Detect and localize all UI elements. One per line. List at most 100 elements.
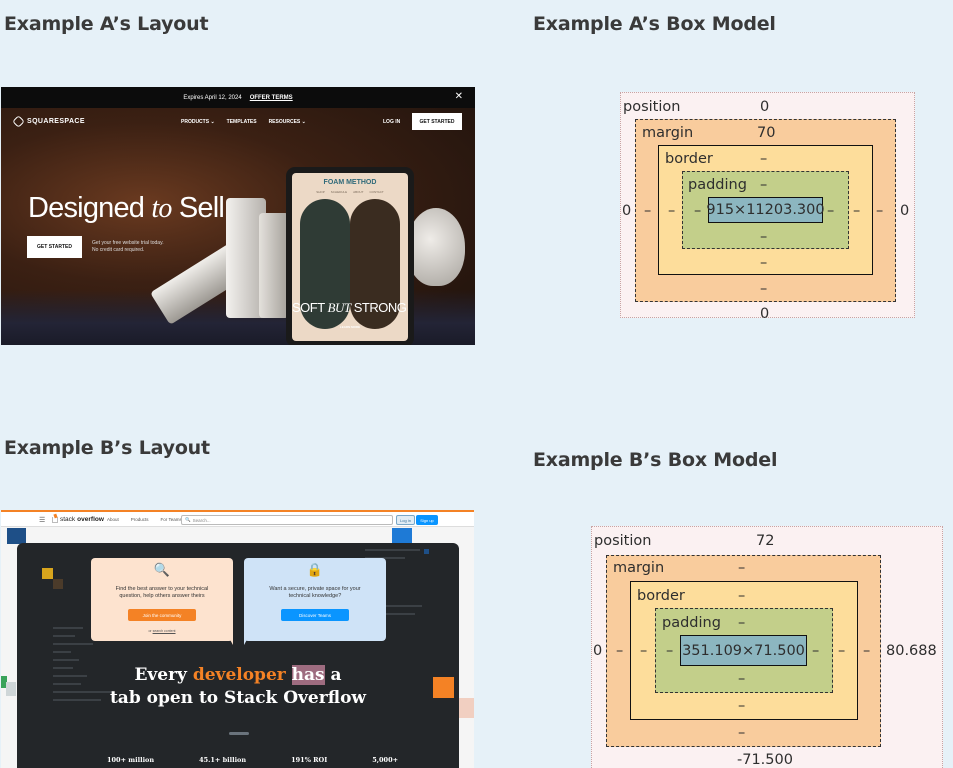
- stat-item: 45.1+ billion: [199, 756, 247, 764]
- search-content-link[interactable]: search content: [152, 629, 176, 633]
- login-button[interactable]: Log in: [396, 515, 415, 525]
- padding-right-value: –: [812, 643, 820, 659]
- margin-left-value: –: [616, 643, 624, 659]
- nav-for-teams[interactable]: For Teams: [160, 517, 182, 522]
- example-a-layout-heading: Example A’s Layout: [4, 13, 209, 35]
- content-size: 915×11203.300: [706, 202, 825, 218]
- offer-terms-link[interactable]: OFFER TERMS: [249, 94, 293, 101]
- position-top-value: 72: [756, 533, 775, 549]
- stackoverflow-logo-icon: [52, 516, 58, 523]
- margin-right-value: –: [876, 203, 884, 219]
- squarespace-logo-icon: [12, 115, 25, 128]
- margin-bottom-value: –: [760, 281, 768, 297]
- promo-banner: Expires April 12, 2024 OFFER TERMS ✕: [1, 87, 475, 108]
- border-bottom-value: –: [738, 698, 746, 714]
- nav-templates[interactable]: TEMPLATES: [226, 119, 257, 125]
- margin-top-value: 70: [757, 125, 776, 141]
- position-top-value: 0: [760, 99, 770, 115]
- hamburger-menu-icon[interactable]: ☰: [39, 517, 46, 524]
- nav-get-started-button[interactable]: GET STARTED: [412, 113, 462, 130]
- position-right-value: 0: [900, 203, 910, 219]
- position-bottom-value: -71.500: [737, 752, 793, 768]
- code-line: [53, 667, 73, 669]
- tablet-learn-more: LEARN MORE: [339, 325, 361, 329]
- code-line: [53, 699, 101, 701]
- code-line: [53, 627, 83, 629]
- hero-subtext: Get your free website trial today. No cr…: [92, 240, 164, 253]
- example-a-box-model-heading: Example A’s Box Model: [533, 13, 776, 35]
- lock-icon: 🔒: [306, 562, 324, 577]
- topbar-links: About Products For Teams: [107, 517, 182, 522]
- discover-teams-button[interactable]: Discover Teams: [281, 609, 349, 621]
- search-icon: 🔍: [185, 517, 191, 522]
- margin-right-value: –: [863, 643, 871, 659]
- border-top-value: –: [738, 588, 746, 604]
- example-b-layout-heading: Example B’s Layout: [4, 437, 210, 459]
- teams-card: 🔒 Want a secure, private space for your …: [244, 558, 386, 645]
- arch-image: [300, 199, 350, 329]
- border-left-value: –: [668, 203, 676, 219]
- nav-about[interactable]: About: [107, 517, 119, 522]
- decor-square: [433, 677, 454, 698]
- login-link[interactable]: LOG IN: [383, 119, 401, 125]
- decor-square: [424, 549, 429, 554]
- padding-right-value: –: [827, 203, 835, 219]
- foam-method-brand: FOAM METHOD: [323, 179, 377, 186]
- decor-square: [6, 682, 16, 696]
- code-line: [377, 613, 415, 615]
- margin-label: margin: [613, 560, 665, 576]
- top-nav: SQUARESPACE PRODUCTS ⌄ TEMPLATES RESOURC…: [1, 108, 475, 136]
- community-card: 🔍 Find the best answer to your technical…: [91, 558, 233, 645]
- margin-top-value: –: [738, 560, 746, 576]
- stat-item: 5,000+: [372, 756, 399, 764]
- hero-get-started-button[interactable]: GET STARTED: [27, 236, 82, 258]
- padding-label: padding: [662, 615, 721, 631]
- border-label: border: [637, 588, 685, 604]
- content-box: 915×11203.300: [706, 197, 825, 223]
- decor-square: [7, 528, 26, 544]
- example-b-box-model-heading: Example B’s Box Model: [533, 449, 778, 471]
- code-line: [365, 557, 405, 559]
- join-community-button[interactable]: Join the community: [128, 609, 196, 621]
- hero-title: Designed to Sell: [28, 192, 225, 224]
- border-label: border: [665, 151, 713, 167]
- code-line: [53, 683, 81, 685]
- close-icon[interactable]: ✕: [454, 91, 463, 102]
- nav-resources[interactable]: RESOURCES ⌄: [268, 119, 306, 125]
- teams-card-text: Want a secure, private space for your te…: [269, 586, 361, 599]
- hero-section: SQUARESPACE PRODUCTS ⌄ TEMPLATES RESOURC…: [1, 108, 475, 345]
- example-a-screenshot: Expires April 12, 2024 OFFER TERMS ✕ SQU…: [1, 87, 475, 345]
- code-line: [53, 659, 79, 661]
- kettlebell-image: [407, 208, 465, 286]
- search-input[interactable]: 🔍 Search...: [181, 515, 393, 525]
- border-bottom-value: –: [760, 255, 768, 271]
- padding-bottom-value: –: [760, 229, 768, 245]
- signup-button[interactable]: Sign up: [416, 515, 438, 525]
- code-line: [377, 605, 422, 607]
- arch-image: [350, 199, 400, 329]
- nav-products[interactable]: Products: [130, 517, 149, 522]
- margin-label: margin: [642, 125, 694, 141]
- code-line: [53, 651, 71, 653]
- position-bottom-value: 0: [760, 306, 770, 322]
- padding-top-value: –: [760, 177, 768, 193]
- decor-square: [1, 676, 7, 688]
- position-right-value: 80.688: [886, 643, 937, 659]
- nav-products[interactable]: PRODUCTS ⌄: [181, 119, 215, 125]
- stats-row: 100+ million 45.1+ billion 191% ROI 5,00…: [107, 756, 398, 764]
- carousel-indicator: [229, 732, 249, 735]
- content-size: 351.109×71.500: [682, 642, 805, 659]
- code-line: [53, 675, 87, 677]
- squarespace-logo[interactable]: SQUARESPACE: [12, 115, 85, 128]
- stackoverflow-headline: Every developer has a tab open to Stack …: [109, 665, 367, 708]
- stat-item: 100+ million: [107, 756, 155, 764]
- position-left-value: 0: [593, 643, 603, 659]
- border-left-value: –: [640, 643, 648, 659]
- padding-top-value: –: [738, 615, 746, 631]
- decor-square: [42, 568, 53, 579]
- border-right-value: –: [838, 643, 846, 659]
